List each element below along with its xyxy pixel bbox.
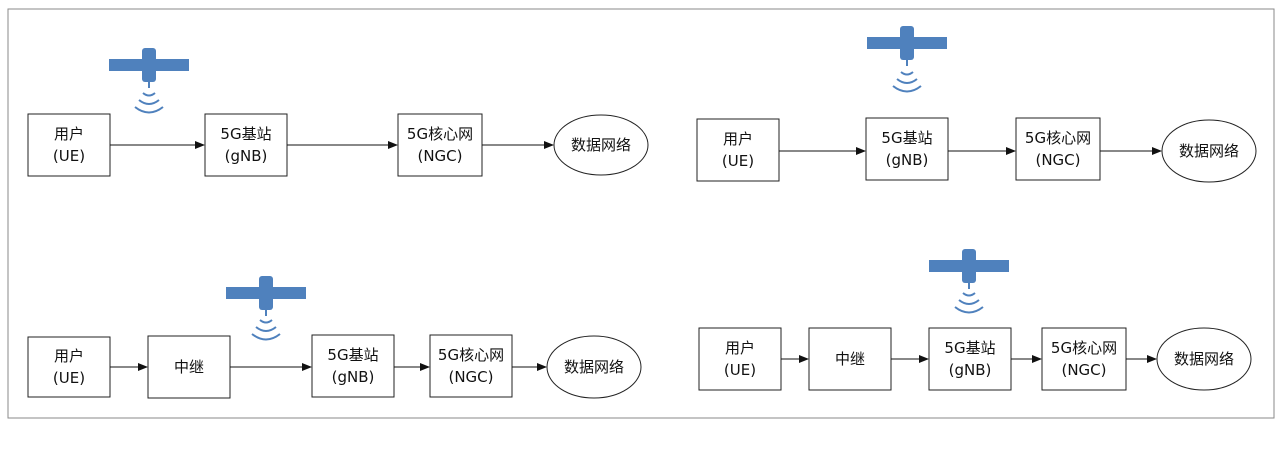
ngc-code: (NGC) bbox=[417, 147, 462, 165]
user-node: 用户 (UE) bbox=[27, 336, 111, 398]
panel-top-left: 用户 (UE) 5G基站 (gNB) 5G核心网 (NGC) 数据网络 bbox=[27, 48, 649, 177]
signal-waves-icon bbox=[134, 92, 164, 114]
user-code: (UE) bbox=[722, 152, 754, 170]
signal-waves-icon bbox=[251, 319, 281, 341]
ngc-name: 5G核心网 bbox=[438, 346, 504, 364]
gnb-name: 5G基站 bbox=[220, 125, 271, 143]
gnb-name: 5G基站 bbox=[327, 346, 378, 364]
ngc-node: 5G核心网 (NGC) bbox=[1015, 117, 1101, 181]
gnb-name: 5G基站 bbox=[944, 339, 995, 357]
ngc-node: 5G核心网 (NGC) bbox=[429, 334, 513, 398]
gnb-node: 5G基站 (gNB) bbox=[204, 113, 288, 177]
satellite-icon bbox=[929, 249, 1009, 289]
data-network-label: 数据网络 bbox=[1174, 350, 1234, 368]
user-name: 用户 bbox=[725, 339, 755, 357]
ngc-name: 5G核心网 bbox=[407, 125, 473, 143]
user-name: 用户 bbox=[54, 125, 84, 143]
data-network-label: 数据网络 bbox=[1179, 142, 1239, 160]
user-node: 用户 (UE) bbox=[27, 113, 111, 177]
ngc-node: 5G核心网 (NGC) bbox=[397, 113, 483, 177]
relay-label: 中继 bbox=[835, 350, 865, 368]
user-node: 用户 (UE) bbox=[696, 118, 780, 182]
satellite-icon bbox=[226, 276, 306, 316]
data-network-node: 数据网络 bbox=[1156, 327, 1252, 391]
relay-node: 中继 bbox=[808, 327, 892, 391]
data-network-node: 数据网络 bbox=[553, 114, 649, 176]
ngc-code: (NGC) bbox=[1035, 151, 1080, 169]
user-name: 用户 bbox=[723, 130, 753, 148]
user-code: (UE) bbox=[724, 361, 756, 379]
data-network-label: 数据网络 bbox=[564, 358, 624, 376]
ngc-name: 5G核心网 bbox=[1025, 129, 1091, 147]
satellite-icon bbox=[109, 48, 189, 88]
relay-label: 中继 bbox=[174, 358, 204, 376]
gnb-code: (gNB) bbox=[225, 147, 268, 165]
ngc-name: 5G核心网 bbox=[1051, 339, 1117, 357]
gnb-node: 5G基站 (gNB) bbox=[928, 327, 1012, 391]
user-name: 用户 bbox=[54, 347, 84, 365]
data-network-node: 数据网络 bbox=[1161, 119, 1257, 183]
panel-bottom-right: 用户 (UE) 中继 5G基站 (gNB) 5G核心网 (NGC) 数据网络 bbox=[698, 249, 1252, 391]
gnb-code: (gNB) bbox=[886, 151, 929, 169]
ngc-code: (NGC) bbox=[448, 368, 493, 386]
gnb-node: 5G基站 (gNB) bbox=[311, 334, 395, 398]
signal-waves-icon bbox=[892, 71, 922, 93]
user-node: 用户 (UE) bbox=[698, 327, 782, 391]
user-code: (UE) bbox=[53, 369, 85, 387]
user-code: (UE) bbox=[53, 147, 85, 165]
gnb-name: 5G基站 bbox=[881, 129, 932, 147]
panel-top-right: 用户 (UE) 5G基站 (gNB) 5G核心网 (NGC) 数据网络 bbox=[696, 26, 1257, 183]
signal-waves-icon bbox=[954, 292, 984, 314]
gnb-code: (gNB) bbox=[949, 361, 992, 379]
gnb-code: (gNB) bbox=[332, 368, 375, 386]
ngc-node: 5G核心网 (NGC) bbox=[1041, 327, 1127, 391]
data-network-node: 数据网络 bbox=[546, 335, 642, 399]
panel-bottom-left: 用户 (UE) 中继 5G基站 (gNB) 5G核心网 (NGC) 数据网络 bbox=[27, 276, 642, 399]
data-network-label: 数据网络 bbox=[571, 136, 631, 154]
ngc-code: (NGC) bbox=[1061, 361, 1106, 379]
satellite-icon bbox=[867, 26, 947, 66]
diagram-frame bbox=[7, 8, 1275, 419]
gnb-node: 5G基站 (gNB) bbox=[865, 117, 949, 181]
relay-node: 中继 bbox=[147, 335, 231, 399]
